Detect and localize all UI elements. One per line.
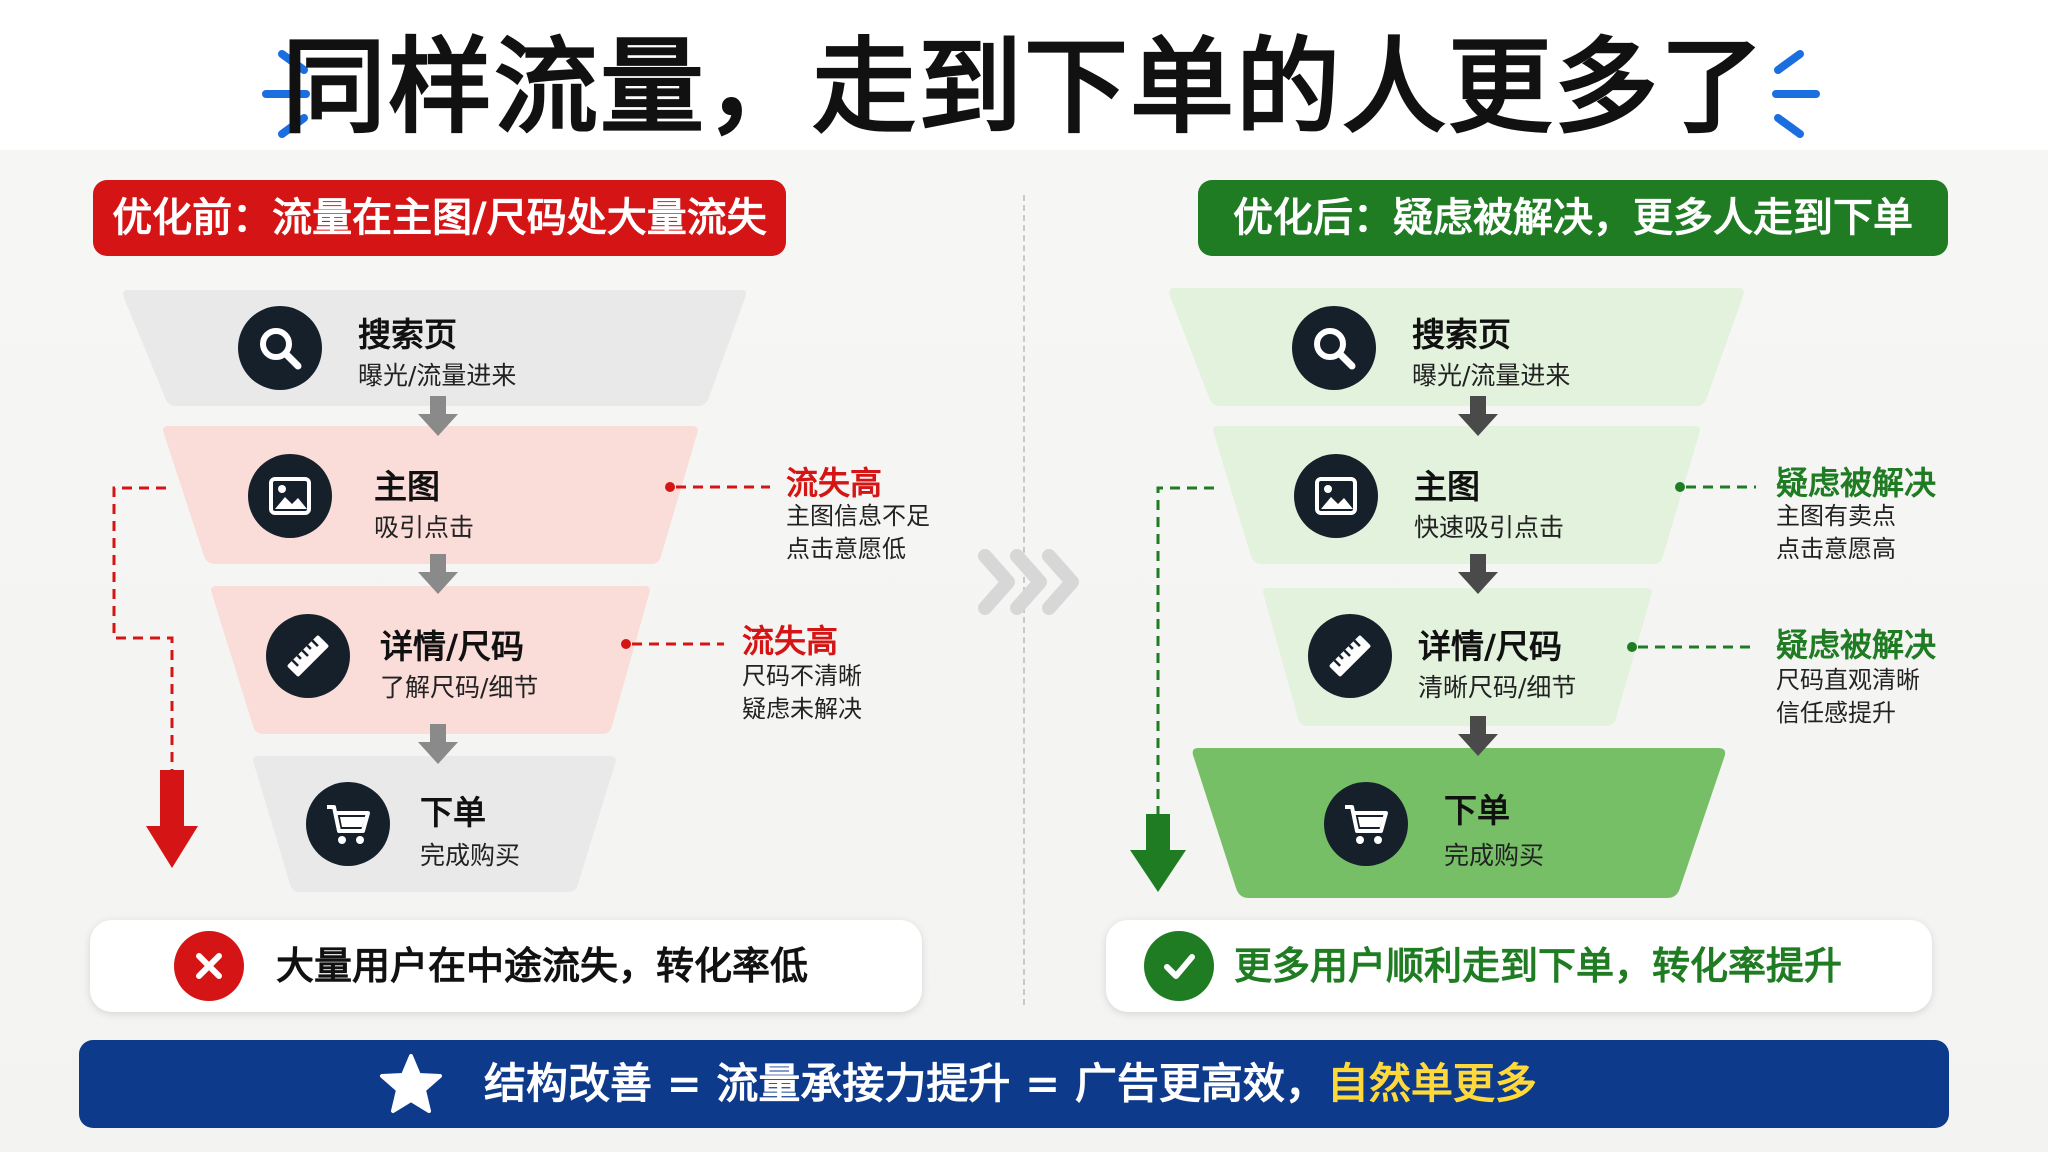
- before-stage-order-sub: 完成购买: [420, 841, 521, 870]
- after-stage-order-title: 下单: [1444, 791, 1510, 830]
- after-result-box: 更多用户顺利走到下单，转化率提升: [1106, 920, 1932, 1012]
- check-icon: [1144, 931, 1214, 1001]
- before-annotation-2-line-2: 疑虑未解决: [742, 695, 862, 723]
- x-icon: [174, 931, 244, 1001]
- search-icon: [238, 306, 322, 390]
- after-annotation-2-title: 疑虑被解决: [1776, 626, 1937, 664]
- before-header: 优化前：流量在主图/尺码处大量流失: [93, 180, 786, 256]
- after-flow-line: [1156, 486, 1214, 814]
- before-stage-detail-title: 详情/尺码: [380, 627, 525, 666]
- search-icon: [1292, 306, 1376, 390]
- summary-text: 结构改善 = 流量承接力提升 = 广告更高效，自然单更多: [484, 1040, 1537, 1128]
- before-annotation-1-line-2: 点击意愿低: [786, 535, 906, 563]
- before-annotation-2-title: 流失高: [742, 622, 839, 660]
- before-stage-search-sub: 曝光/流量进来: [358, 361, 517, 390]
- before-result-box: 大量用户在中途流失，转化率低: [90, 920, 922, 1012]
- summary-banner: 结构改善 = 流量承接力提升 = 广告更高效，自然单更多: [79, 1040, 1949, 1128]
- after-annotation-2-line-1: 尺码直观清晰: [1776, 666, 1920, 694]
- after-stage-detail-title: 详情/尺码: [1418, 627, 1563, 666]
- before-dropoff-line: [112, 486, 174, 770]
- transition-chevron-icon: [978, 549, 1079, 615]
- after-stage-detail-sub: 清晰尺码/细节: [1418, 673, 1577, 702]
- spark-icon-left: [262, 50, 310, 138]
- before-stage-image-sub: 吸引点击: [374, 513, 475, 542]
- after-result-text: 更多用户顺利走到下单，转化率提升: [1234, 944, 1843, 988]
- spark-icon-right: [1772, 50, 1820, 138]
- before-stage-detail-sub: 了解尺码/细节: [380, 673, 539, 702]
- cart-icon: [1324, 782, 1408, 866]
- after-header: 优化后：疑虑被解决，更多人走到下单: [1198, 180, 1948, 256]
- after-stage-image-sub: 快速吸引点击: [1414, 513, 1565, 542]
- image-icon: [248, 454, 332, 538]
- image-icon: [1294, 454, 1378, 538]
- after-arrow-icon: [1130, 814, 1186, 892]
- after-stage-search-sub: 曝光/流量进来: [1412, 361, 1571, 390]
- before-annotation-2-line-1: 尺码不清晰: [742, 662, 862, 690]
- before-dropoff-arrow-icon: [146, 770, 198, 868]
- after-stage-order-shape: [1192, 748, 1726, 898]
- before-stage-search-title: 搜索页: [358, 315, 457, 354]
- after-stage-search-title: 搜索页: [1412, 315, 1511, 354]
- cart-icon: [306, 782, 390, 866]
- after-annotation-2-line-2: 信任感提升: [1776, 699, 1896, 727]
- before-stage-image-title: 主图: [374, 467, 440, 506]
- before-annotation-1-line-1: 主图信息不足: [786, 502, 930, 530]
- after-stage-image-title: 主图: [1414, 467, 1480, 506]
- before-annotation-1-title: 流失高: [786, 464, 883, 502]
- after-annotation-1-title: 疑虑被解决: [1776, 464, 1937, 502]
- before-stage-order-title: 下单: [420, 793, 486, 832]
- ruler-icon: [266, 614, 350, 698]
- after-flow-arrows: [1458, 396, 1498, 756]
- summary-main-text: 结构改善 = 流量承接力提升 = 广告更高效，: [484, 1059, 1327, 1108]
- after-stage-order-sub: 完成购买: [1444, 841, 1545, 870]
- star-icon: [380, 1054, 442, 1113]
- before-flow-arrows: [418, 396, 458, 764]
- page-title: 同样流量，走到下单的人更多了: [281, 26, 1766, 148]
- after-annotation-1-line-1: 主图有卖点: [1776, 502, 1896, 530]
- ruler-icon: [1308, 614, 1392, 698]
- before-result-text: 大量用户在中途流失，转化率低: [276, 944, 809, 988]
- summary-highlight-text: 自然单更多: [1326, 1059, 1537, 1108]
- after-annotation-1-line-2: 点击意愿高: [1776, 535, 1896, 563]
